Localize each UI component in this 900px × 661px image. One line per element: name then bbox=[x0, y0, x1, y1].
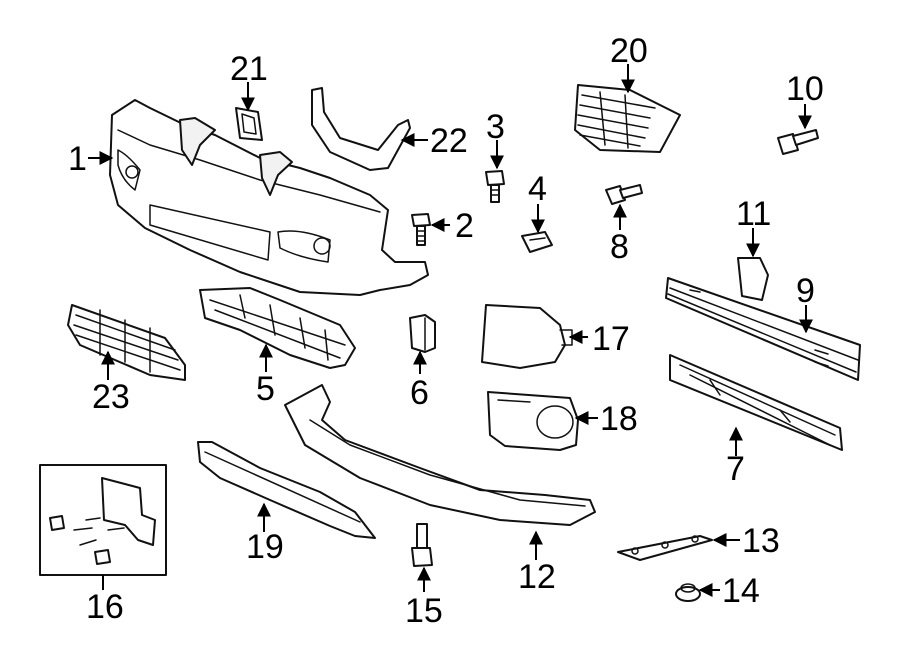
part-9-reinforcement[interactable] bbox=[665, 277, 861, 381]
callout-3: 3 bbox=[486, 108, 505, 146]
callout-13: 13 bbox=[742, 522, 780, 560]
part-6-clip[interactable] bbox=[409, 314, 436, 353]
callout-10: 10 bbox=[786, 70, 824, 108]
callout-17: 17 bbox=[592, 320, 630, 358]
part-23-lower-grille[interactable] bbox=[67, 304, 186, 381]
part-5-absorber[interactable] bbox=[199, 287, 356, 369]
part-17-fog-lamp[interactable] bbox=[481, 304, 573, 369]
callout-23: 23 bbox=[92, 378, 130, 416]
callout-9: 9 bbox=[796, 272, 815, 310]
callout-18: 18 bbox=[600, 400, 638, 438]
part-11-bracket[interactable] bbox=[737, 257, 769, 301]
callout-5: 5 bbox=[256, 370, 275, 408]
callout-21: 21 bbox=[230, 50, 268, 88]
callout-19: 19 bbox=[246, 528, 284, 566]
part-1-bumper-cover[interactable] bbox=[109, 99, 429, 296]
callout-2: 2 bbox=[455, 207, 474, 245]
callout-11: 11 bbox=[736, 195, 771, 233]
part-14-push-clip[interactable] bbox=[675, 583, 701, 602]
part-3-bolt[interactable] bbox=[485, 170, 505, 203]
part-20-upper-grille[interactable] bbox=[574, 84, 681, 153]
part-21-bracket[interactable] bbox=[235, 107, 263, 141]
callout-4: 4 bbox=[528, 170, 547, 208]
callout-1: 1 bbox=[68, 140, 87, 178]
callout-16: 16 bbox=[86, 588, 124, 626]
part-15-bolt[interactable] bbox=[411, 523, 433, 567]
part-18-fog-bezel[interactable] bbox=[487, 391, 579, 451]
part-2-bolt[interactable] bbox=[411, 213, 431, 246]
callout-12: 12 bbox=[518, 558, 556, 596]
part-16-kit-box[interactable] bbox=[39, 464, 167, 576]
leader-lines bbox=[88, 64, 813, 597]
callout-8: 8 bbox=[610, 228, 629, 266]
part-7-lower-absorber[interactable] bbox=[669, 354, 843, 451]
callout-15: 15 bbox=[405, 592, 443, 630]
part-10-bolt[interactable] bbox=[777, 129, 819, 155]
callout-7: 7 bbox=[726, 450, 745, 488]
callout-20: 20 bbox=[610, 32, 648, 70]
part-12-lower-fascia[interactable] bbox=[284, 384, 596, 526]
part-4-nut-clip[interactable] bbox=[521, 231, 553, 253]
callout-labels: 1 2 3 4 5 6 7 8 9 10 11 12 13 14 15 16 1… bbox=[68, 32, 824, 630]
part-22-grille-frame[interactable] bbox=[311, 87, 411, 171]
part-8-bolt[interactable] bbox=[605, 184, 643, 205]
callout-22: 22 bbox=[430, 122, 468, 160]
part-13-bracket[interactable] bbox=[617, 535, 713, 561]
callout-14: 14 bbox=[722, 572, 760, 610]
part-19-deflector[interactable] bbox=[197, 441, 376, 539]
callout-6: 6 bbox=[410, 374, 429, 412]
